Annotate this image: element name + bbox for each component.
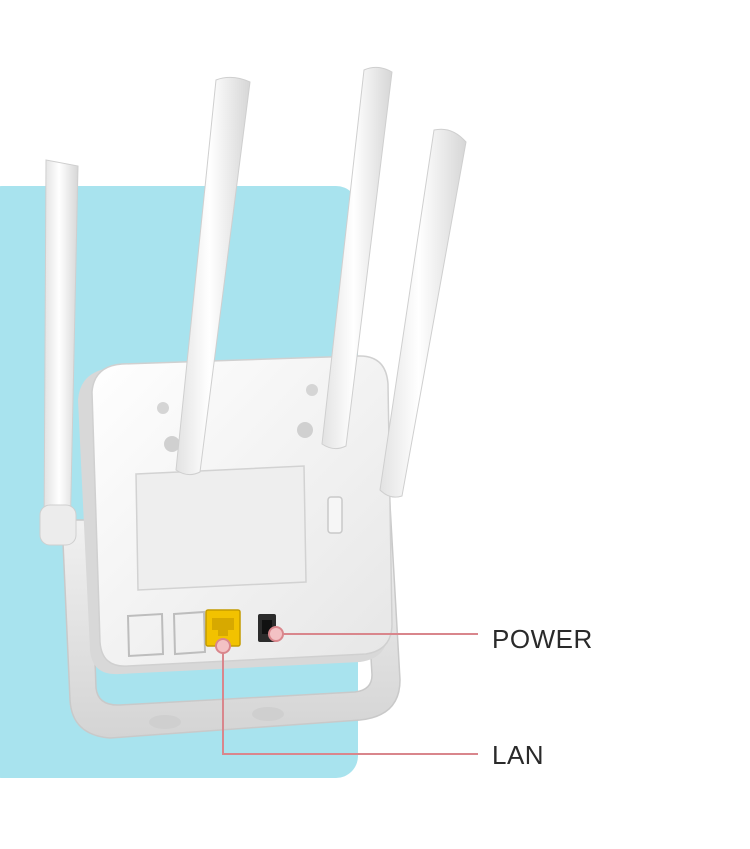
rj45-port-icon <box>205 609 241 647</box>
antenna-center-left <box>175 76 251 476</box>
antenna-center-right <box>321 66 393 450</box>
lan-label: LAN <box>492 740 545 770</box>
power-callout-line <box>268 626 478 642</box>
antenna-right <box>379 128 467 498</box>
antenna-left <box>39 159 79 546</box>
lan-callout-line <box>215 638 478 755</box>
power-label: POWER <box>492 624 593 654</box>
router-body <box>78 355 393 675</box>
